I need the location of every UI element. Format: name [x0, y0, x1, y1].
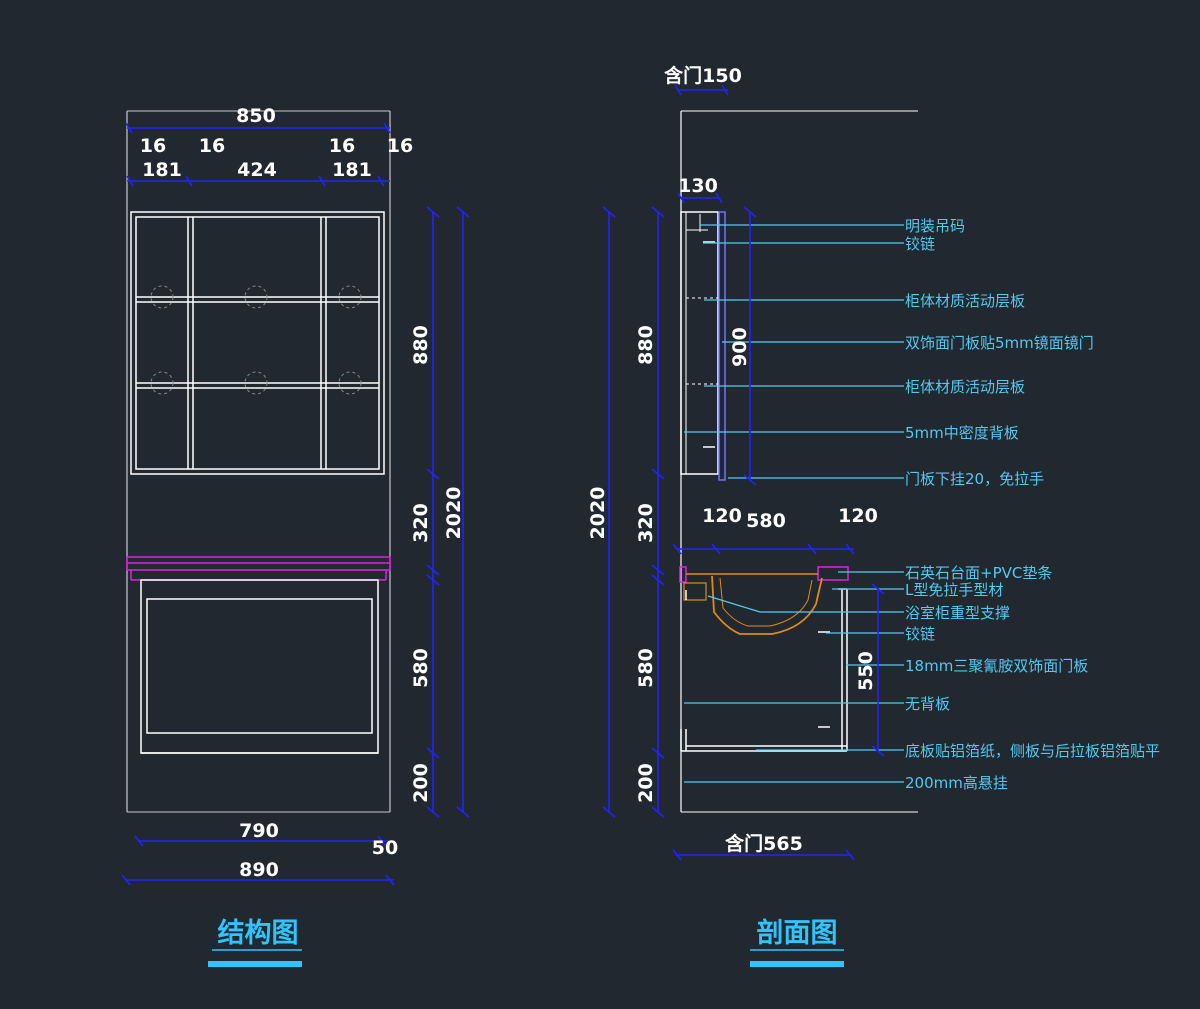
label-hinge-lower: 铰链 — [905, 625, 935, 643]
dim-col-left: 181 — [142, 159, 182, 181]
dim-section-total-height: 2020 — [587, 487, 609, 540]
dim-basin-width: 580 — [746, 510, 786, 532]
label-countertop: 石英石台面+PVC垫条 — [905, 564, 1052, 582]
countertop-section — [679, 566, 849, 635]
dim-door-height: 900 — [729, 327, 751, 367]
label-shelf-2: 柜体材质活动层板 — [905, 378, 1025, 396]
leader-lines — [684, 224, 904, 783]
dim-gap-4: 16 — [387, 135, 413, 157]
section-dim-lines — [602, 84, 885, 861]
countertop — [126, 556, 391, 581]
structure-title: 结构图 — [218, 918, 299, 949]
dim-col-mid: 424 — [237, 159, 277, 181]
label-l-profile: L型免拉手型材 — [905, 581, 1003, 599]
dim-bottom-side: 50 — [372, 837, 398, 859]
upper-cabinet — [130, 211, 385, 475]
dim-right-margin: 120 — [838, 505, 878, 527]
dim-section-upper-height: 880 — [635, 325, 657, 365]
upper-cabinet-section — [680, 211, 726, 481]
hinge-marks — [150, 285, 362, 395]
section-title-underline — [750, 961, 844, 967]
structure-view: 850 16 16 16 16 181 424 181 880 320 580 … — [121, 105, 470, 967]
dim-hang-height: 200 — [410, 763, 432, 803]
dim-door-bottom: 含门565 — [725, 832, 803, 855]
dim-upper-height: 880 — [410, 325, 432, 365]
basin — [711, 575, 823, 635]
dim-total-height: 2020 — [443, 487, 465, 540]
label-mirror-door: 双饰面门板贴5mm镜面镜门 — [905, 334, 1094, 352]
dim-lower-height: 580 — [410, 648, 432, 688]
label-melamine-door: 18mm三聚氰胺双饰面门板 — [905, 657, 1088, 675]
label-no-back: 无背板 — [905, 695, 950, 713]
dim-section-mid-height: 320 — [635, 503, 657, 543]
dim-bottom-width: 790 — [239, 820, 279, 842]
dim-section-lower-height: 580 — [635, 648, 657, 688]
dim-gap-1: 16 — [140, 135, 166, 157]
dim-upper-depth: 130 — [678, 175, 718, 197]
dim-left-margin: 120 — [702, 505, 742, 527]
dim-total-width: 850 — [236, 105, 276, 127]
label-mount-bracket: 明装吊码 — [905, 217, 965, 235]
dim-cabinet-height: 550 — [855, 651, 877, 691]
dim-section-hang-height: 200 — [635, 763, 657, 803]
dim-gap-2: 16 — [199, 135, 225, 157]
dim-door-top: 含门150 — [664, 64, 742, 87]
label-back-panel: 5mm中密度背板 — [905, 424, 1019, 442]
structure-title-underline — [208, 961, 302, 967]
lower-cabinet-section — [680, 588, 848, 752]
label-hang-height: 200mm高悬挂 — [905, 774, 1008, 792]
lower-cabinet — [140, 579, 379, 754]
label-heavy-support: 浴室柜重型支撑 — [905, 604, 1010, 622]
dim-gap-3: 16 — [329, 135, 355, 157]
section-view: 含门150 130 900 2020 880 320 580 200 120 5… — [587, 64, 1160, 967]
dim-mid-height: 320 — [410, 503, 432, 543]
dim-bottom-total: 890 — [239, 859, 279, 881]
label-shelf-1: 柜体材质活动层板 — [905, 292, 1025, 310]
label-hinge-upper: 铰链 — [905, 235, 935, 253]
dim-col-right: 181 — [332, 159, 372, 181]
label-door-overhang: 门板下挂20，免拉手 — [905, 470, 1044, 488]
section-title: 剖面图 — [757, 917, 838, 949]
label-foil-bottom: 底板贴铝箔纸，侧板与后拉板铝箔贴平 — [905, 742, 1160, 760]
structure-dim-lines — [121, 122, 470, 886]
